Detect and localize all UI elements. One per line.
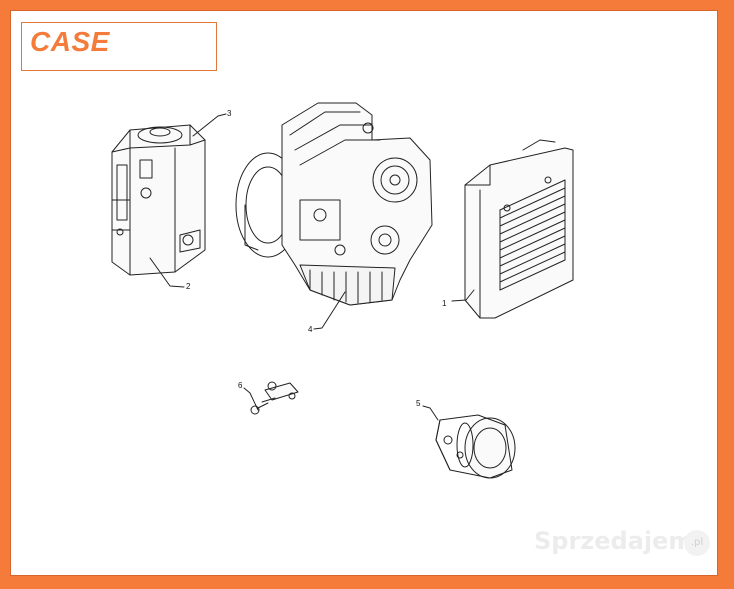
callout-4: 4 bbox=[308, 325, 313, 334]
callout-1: 1 bbox=[442, 299, 447, 308]
callout-5: 5 bbox=[416, 399, 421, 408]
brand-logo-box: CASE bbox=[21, 22, 217, 71]
watermark-badge: .pl bbox=[684, 530, 710, 556]
linkage-drawing bbox=[250, 381, 299, 415]
hydraulic-tank-drawing bbox=[111, 124, 206, 276]
watermark-text: Sprzedajemy bbox=[534, 527, 710, 555]
callout-leaders bbox=[149, 113, 475, 421]
engine-drawing bbox=[235, 102, 433, 306]
drawing-sheet: CASE bbox=[10, 10, 718, 576]
callout-6: 6 bbox=[238, 381, 243, 390]
callout-2: 2 bbox=[186, 282, 191, 291]
travel-motor-drawing bbox=[435, 414, 516, 479]
callout-3: 3 bbox=[227, 109, 232, 118]
radiator-drawing bbox=[464, 139, 574, 319]
case-logo-text: CASE bbox=[30, 26, 110, 57]
